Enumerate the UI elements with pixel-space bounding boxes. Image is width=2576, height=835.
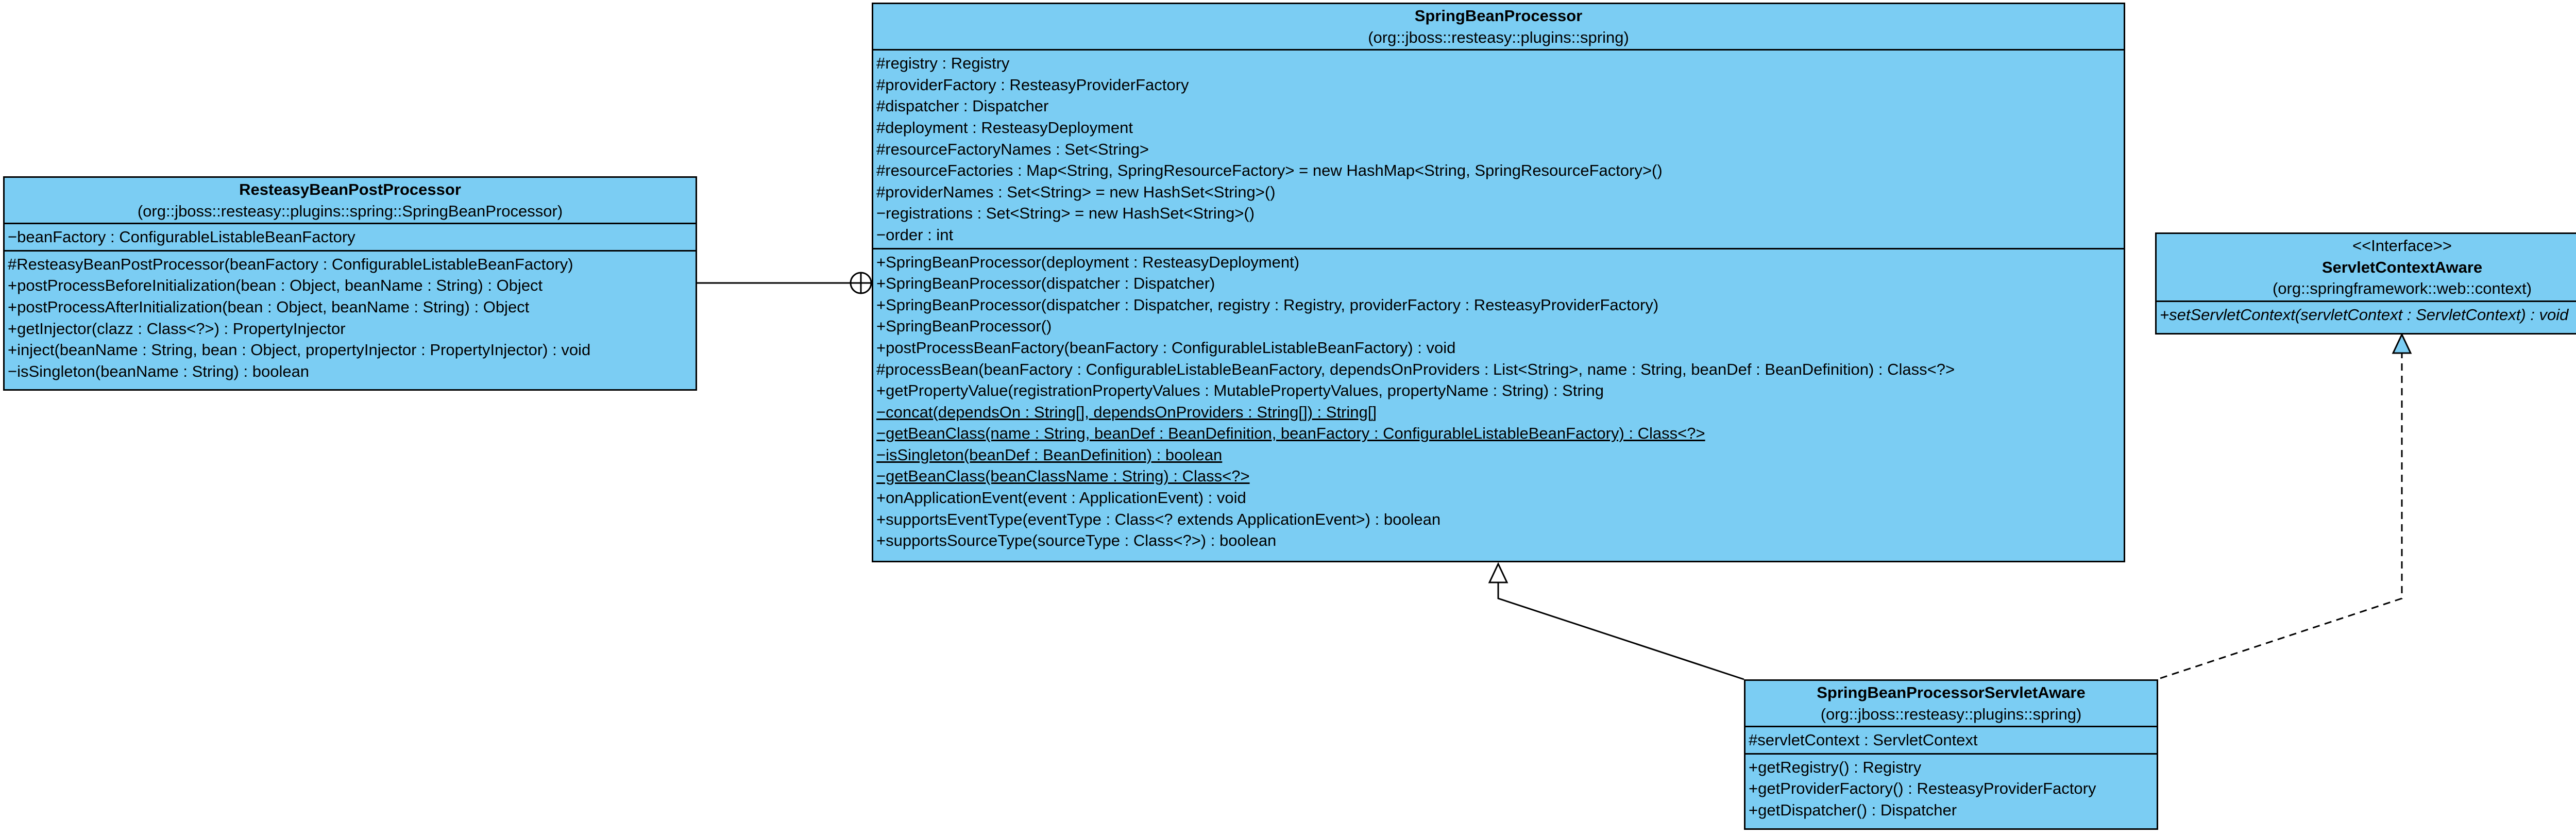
operation: +supportsEventType(eventType : Class<? e… [876, 510, 1441, 528]
attributes-compartment: #registry : Registry #providerFactory : … [873, 51, 2124, 249]
class-package: (org::jboss::resteasy::plugins::spring::… [137, 202, 563, 220]
attribute: #resourceFactoryNames : Set<String> [876, 140, 1149, 158]
operation: #processBean(beanFactory : ConfigurableL… [876, 360, 1955, 378]
operation: +getDispatcher() : Dispatcher [1749, 800, 1957, 819]
attribute: #servletContext : ServletContext [1749, 731, 1978, 749]
operation: −isSingleton(beanName : String) : boolea… [8, 362, 310, 380]
attribute: −beanFactory : ConfigurableListableBeanF… [8, 228, 355, 246]
attribute: #deployment : ResteasyDeployment [876, 118, 1133, 137]
class-package: (org::springframework::web::context) [2272, 279, 2532, 298]
realization-arrowhead-icon [2392, 332, 2412, 354]
interface-servlet-context-aware[interactable]: <<Interface>> ServletContextAware (org::… [2155, 232, 2576, 335]
operation: +postProcessBeanFactory(beanFactory : Co… [876, 338, 1456, 357]
class-name: ResteasyBeanPostProcessor [239, 180, 461, 198]
operation: +postProcessBeforeInitialization(bean : … [8, 276, 543, 295]
operation: #ResteasyBeanPostProcessor(beanFactory :… [8, 255, 573, 273]
operations-compartment: +SpringBeanProcessor(deployment : Restea… [873, 249, 2124, 554]
operation: +SpringBeanProcessor() [876, 317, 1052, 336]
operations-compartment: +setServletContext(servletContext : Serv… [2157, 302, 2576, 328]
class-package: (org::jboss::resteasy::plugins::spring) [1368, 28, 1629, 46]
operations-compartment: +getRegistry() : Registry +getProviderFa… [1745, 755, 2157, 823]
static-operation: −getBeanClass(beanClassName : String) : … [876, 467, 1250, 486]
class-header: SpringBeanProcessorServletAware (org::jb… [1745, 681, 2157, 728]
class-name: SpringBeanProcessorServletAware [1817, 683, 2086, 702]
operation: +SpringBeanProcessor(dispatcher : Dispat… [876, 274, 1215, 293]
attributes-compartment: #servletContext : ServletContext [1745, 727, 2157, 755]
class-resteasy-bean-post-processor[interactable]: ResteasyBeanPostProcessor (org::jboss::r… [3, 176, 697, 391]
generalization-arrowhead-icon [1488, 562, 1509, 583]
operation: +inject(beanName : String, bean : Object… [8, 341, 591, 359]
class-name: SpringBeanProcessor [1414, 7, 1583, 25]
static-operation: −concat(dependsOn : String[], dependsOnP… [876, 403, 1377, 421]
attribute: −registrations : Set<String> = new HashS… [876, 204, 1255, 223]
class-spring-bean-processor-servlet-aware[interactable]: SpringBeanProcessorServletAware (org::jb… [1744, 679, 2158, 830]
attribute: −order : int [876, 225, 954, 244]
static-operation: −isSingleton(beanDef : BeanDefinition) :… [876, 445, 1223, 464]
class-header: SpringBeanProcessor (org::jboss::resteas… [873, 4, 2124, 51]
stereotype: <<Interface>> [2352, 237, 2452, 255]
operation: +postProcessAfterInitialization(bean : O… [8, 297, 530, 316]
attribute: #providerFactory : ResteasyProviderFacto… [876, 75, 1189, 94]
attribute: #registry : Registry [876, 54, 1010, 73]
abstract-operation: +setServletContext(servletContext : Serv… [2160, 305, 2569, 324]
operation: +SpringBeanProcessor(dispatcher : Dispat… [876, 295, 1659, 314]
operation: +getRegistry() : Registry [1749, 758, 1922, 776]
class-header: <<Interface>> ServletContextAware (org::… [2157, 234, 2576, 302]
attribute: #resourceFactories : Map<String, SpringR… [876, 161, 1663, 180]
static-operation: −getBeanClass(name : String, beanDef : B… [876, 424, 1705, 443]
attribute: #dispatcher : Dispatcher [876, 97, 1049, 115]
operation: +getPropertyValue(registrationPropertyVa… [876, 381, 1604, 400]
class-name: ServletContextAware [2321, 258, 2483, 276]
nesting-circle-plus-icon [850, 272, 872, 294]
operation: +supportsSourceType(sourceType : Class<?… [876, 531, 1277, 550]
generalization-line [1497, 582, 1744, 680]
operations-compartment: #ResteasyBeanPostProcessor(beanFactory :… [5, 252, 696, 385]
realization-line [2160, 353, 2403, 679]
class-spring-bean-processor[interactable]: SpringBeanProcessor (org::jboss::resteas… [872, 3, 2125, 562]
operation: +getInjector(clazz : Class<?>) : Propert… [8, 319, 346, 338]
operation: +SpringBeanProcessor(deployment : Restea… [876, 253, 1300, 271]
operation: +getProviderFactory() : ResteasyProvider… [1749, 779, 2096, 798]
operation: +onApplicationEvent(event : ApplicationE… [876, 489, 1246, 507]
class-header: ResteasyBeanPostProcessor (org::jboss::r… [5, 178, 696, 225]
attributes-compartment: −beanFactory : ConfigurableListableBeanF… [5, 224, 696, 252]
class-package: (org::jboss::resteasy::plugins::spring) [1820, 705, 2082, 723]
attribute: #providerNames : Set<String> = new HashS… [876, 182, 1276, 201]
